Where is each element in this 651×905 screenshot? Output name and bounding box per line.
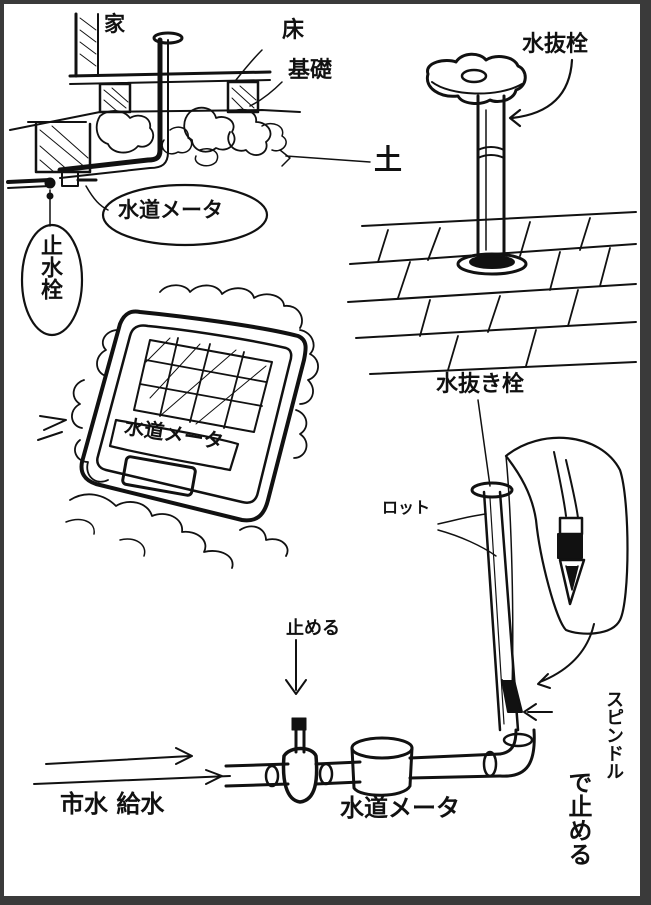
house-section-sketch: [6, 12, 371, 337]
label-house: 家: [104, 12, 125, 36]
label-floor: 床: [282, 18, 305, 43]
label-foundation: 基礎: [288, 58, 333, 83]
label-rod: ロット: [382, 498, 431, 517]
label-city-water-supply: 市水 給水: [60, 790, 165, 818]
label-soil: 土: [374, 143, 403, 176]
label-drain-faucet-top: 水抜栓: [522, 32, 589, 57]
meter-box-sketch: [37, 284, 319, 569]
label-stopcock-vertical: 止水栓: [37, 234, 62, 300]
label-drain-faucet-mid: 水抜き栓: [436, 372, 525, 397]
label-water-meter-top: 水道メータ: [118, 198, 223, 222]
drain-faucet-sketch: [347, 52, 637, 375]
pipe-system-sketch: [33, 399, 629, 804]
label-stop-here: 止める: [286, 618, 340, 639]
label-stop-by: で止める: [564, 770, 592, 866]
label-spindle: スピンドル: [603, 690, 624, 780]
label-water-meter-bottom: 水道メータ: [340, 794, 460, 822]
